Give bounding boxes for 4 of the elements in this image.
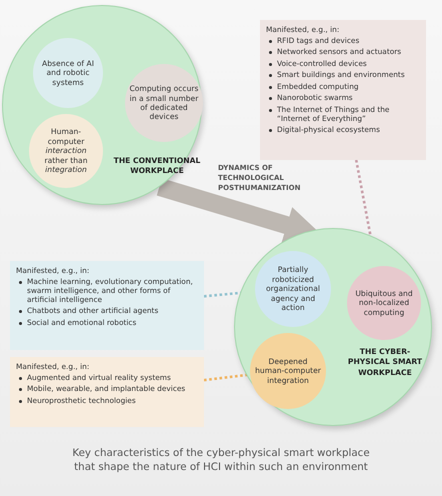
caption: Key characteristics of the cyber-physical smart workplace that shape the nature of HCI within such an environment xyxy=(71,447,371,475)
examples-panel xyxy=(10,261,204,350)
examples-panel xyxy=(260,20,426,160)
examples-panel xyxy=(10,357,204,427)
